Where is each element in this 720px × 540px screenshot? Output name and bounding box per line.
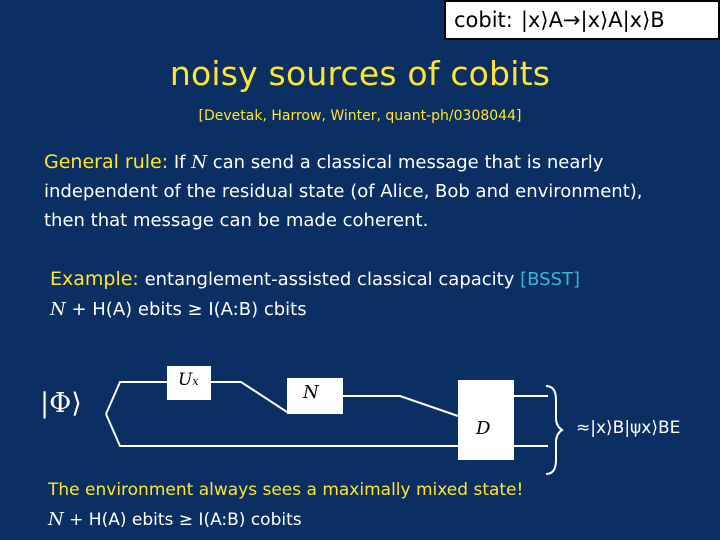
rule-text-2: can send a classical message that is nea… <box>44 152 643 231</box>
example-text: entanglement-assisted classical capacity <box>138 269 521 290</box>
slide-title: noisy sources of cobits <box>169 54 551 93</box>
example-reference: [BSST] <box>520 269 581 290</box>
example-channel-symbol: N <box>50 299 66 320</box>
unitary-box <box>167 366 211 400</box>
example-label: Example: <box>50 268 139 290</box>
rule-channel-symbol: N <box>191 152 207 173</box>
example-block: Example: entanglement-assisted classical… <box>50 264 710 325</box>
footer-line-1: The environment always sees a maximally … <box>48 480 524 500</box>
example-line-2-text: + H(A) ebits ≥ I(A:B) cbits <box>65 299 307 320</box>
footer-line-2-text: + H(A) ebits ≥ I(A:B) cobits <box>63 510 302 530</box>
footer-line-2: N + H(A) ebits ≥ I(A:B) cobits <box>48 505 708 535</box>
general-rule-paragraph: General rule: If N can send a classical … <box>44 148 684 235</box>
wire-channel-to-decoder <box>343 395 459 417</box>
unitary-symbol: U <box>178 370 193 390</box>
upper-wire-start <box>105 381 160 415</box>
circuit-diagram <box>105 366 564 475</box>
general-rule-label: General rule: <box>44 151 169 173</box>
entangled-state-label: |Φ⟩ <box>40 388 82 419</box>
wire-unitary-to-channel <box>211 381 288 413</box>
decoder-box <box>458 380 514 460</box>
footer-channel-symbol: N <box>48 509 64 530</box>
example-line-2: N + H(A) ebits ≥ I(A:B) cbits <box>50 295 710 325</box>
channel-box <box>287 378 343 414</box>
cobit-label: cobit: <box>454 8 513 32</box>
lower-wire-start <box>105 413 160 447</box>
citation: [Devetak, Harrow, Winter, quant-ph/03080… <box>198 108 522 124</box>
channel-label: N <box>303 382 319 403</box>
output-brace <box>545 385 564 475</box>
example-line-1: Example: entanglement-assisted classical… <box>50 264 710 295</box>
cobit-formula: |x⟩A→|x⟩A|x⟩B <box>520 8 665 32</box>
footer-block: The environment always sees a maximally … <box>48 476 708 535</box>
decoder-label: D <box>476 418 491 439</box>
unitary-label: Ux <box>178 370 199 390</box>
rule-text-1: If <box>168 152 192 173</box>
unitary-subscript: x <box>192 375 199 388</box>
output-state-label: ≈|x⟩B|ψx⟩BE <box>576 418 681 438</box>
cobit-definition-box: cobit: |x⟩A→|x⟩A|x⟩B <box>444 0 720 40</box>
